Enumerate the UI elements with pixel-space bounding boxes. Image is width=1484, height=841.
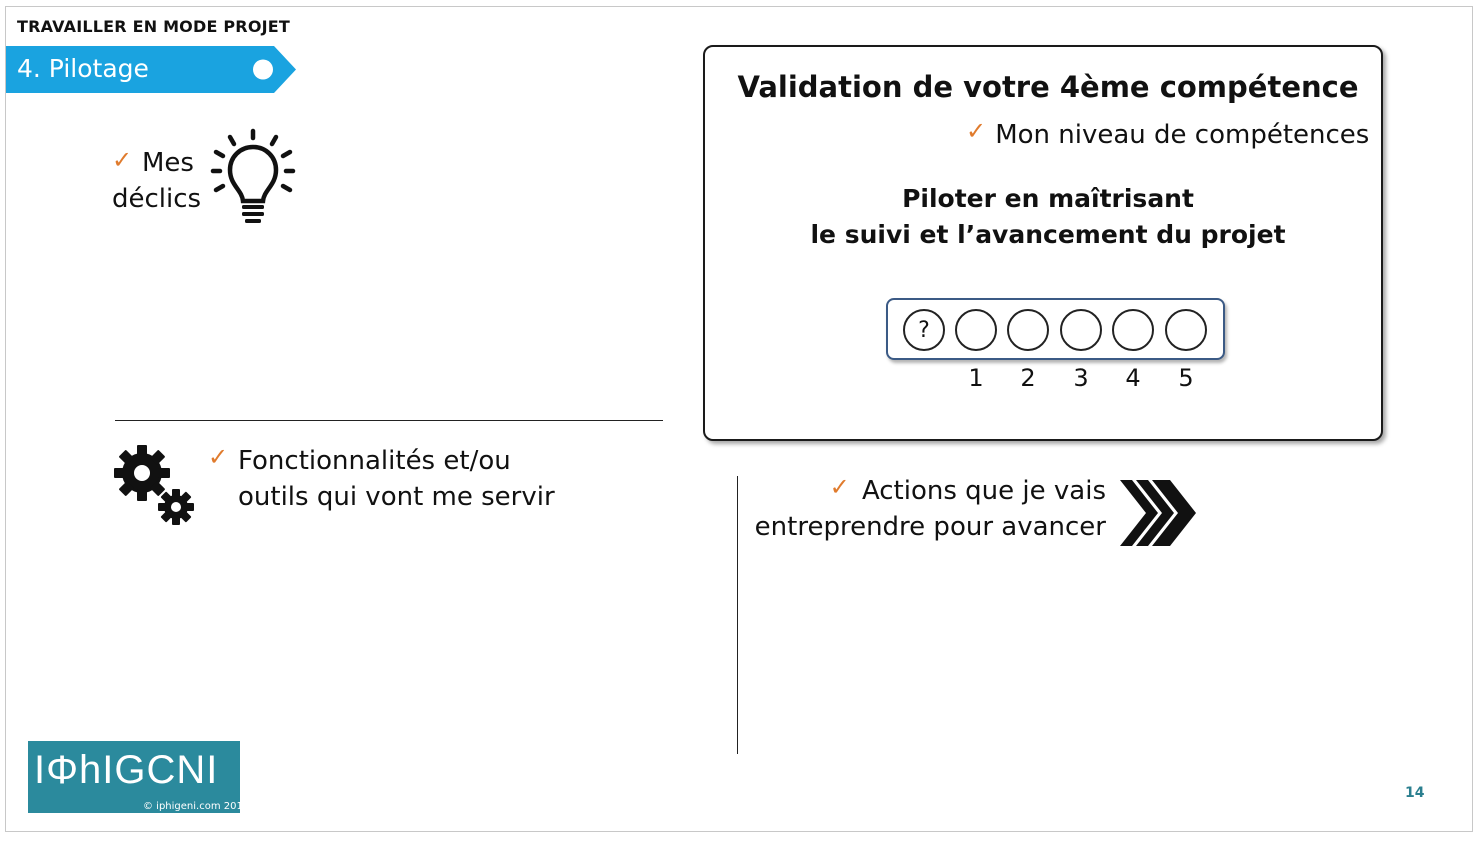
- check-icon: ✓: [208, 443, 229, 471]
- validation-card: [703, 45, 1383, 441]
- logo: [28, 741, 240, 813]
- rating-label-5: 5: [1178, 364, 1194, 392]
- tools-line1: Fonctionnalités et/ou: [238, 446, 511, 476]
- competence-text: Piloter en maîtrisant le suivi et l’avan…: [703, 181, 1393, 253]
- rating-current-mark[interactable]: ?: [903, 309, 945, 351]
- page-number: 14: [1405, 785, 1425, 801]
- declics-line1: Mes: [142, 148, 194, 178]
- check-icon: ✓: [966, 117, 987, 145]
- section-tab: [6, 46, 296, 93]
- rating-label-2: 2: [1020, 364, 1036, 392]
- logo-copyright: © iphigeni.com 2017: [143, 801, 250, 812]
- declics-block: ✓ Mes déclics: [112, 145, 201, 217]
- level-label: Mon niveau de compétences: [995, 120, 1370, 150]
- actions-block: ✓ Actions que je vais entreprendre pour …: [740, 473, 1106, 545]
- section-label: 4. Pilotage: [17, 54, 149, 83]
- tools-block: ✓ Fonctionnalités et/ou outils qui vont …: [208, 443, 555, 515]
- competence-line2: le suivi et l’avancement du projet: [810, 220, 1286, 249]
- actions-line1: Actions que je vais: [861, 476, 1106, 506]
- rating-label-1: 1: [968, 364, 984, 392]
- rating-label-3: 3: [1073, 364, 1089, 392]
- actions-line1-row: ✓ Actions que je vais: [740, 473, 1106, 509]
- check-icon: ✓: [829, 473, 850, 501]
- level-label-row: ✓ Mon niveau de compétences: [966, 117, 1369, 153]
- rating-option-4[interactable]: [1112, 309, 1154, 351]
- rating-option-1[interactable]: [955, 309, 997, 351]
- triple-chevron-icon: [1120, 480, 1196, 546]
- rating-label-4: 4: [1125, 364, 1141, 392]
- logo-text: IΦhIGCNI: [34, 748, 219, 792]
- check-icon: ✓: [112, 146, 133, 174]
- rating-option-2[interactable]: [1007, 309, 1049, 351]
- tab-dot-icon: [253, 59, 273, 80]
- validation-title: Validation de votre 4ème compétence: [737, 70, 1359, 104]
- divider-horizontal: [115, 420, 663, 421]
- gears-icon: [114, 445, 194, 525]
- rating-option-3[interactable]: [1060, 309, 1102, 351]
- rating-option-5[interactable]: [1165, 309, 1207, 351]
- lightbulb-icon: [210, 128, 296, 223]
- divider-vertical: [737, 476, 738, 754]
- declics-line2: déclics: [112, 184, 202, 214]
- competence-line1: Piloter en maîtrisant: [902, 184, 1194, 213]
- header-title: TRAVAILLER EN MODE PROJET: [17, 17, 291, 36]
- tools-line2: outils qui vont me servir: [238, 482, 555, 512]
- actions-line2: entreprendre pour avancer: [754, 512, 1106, 542]
